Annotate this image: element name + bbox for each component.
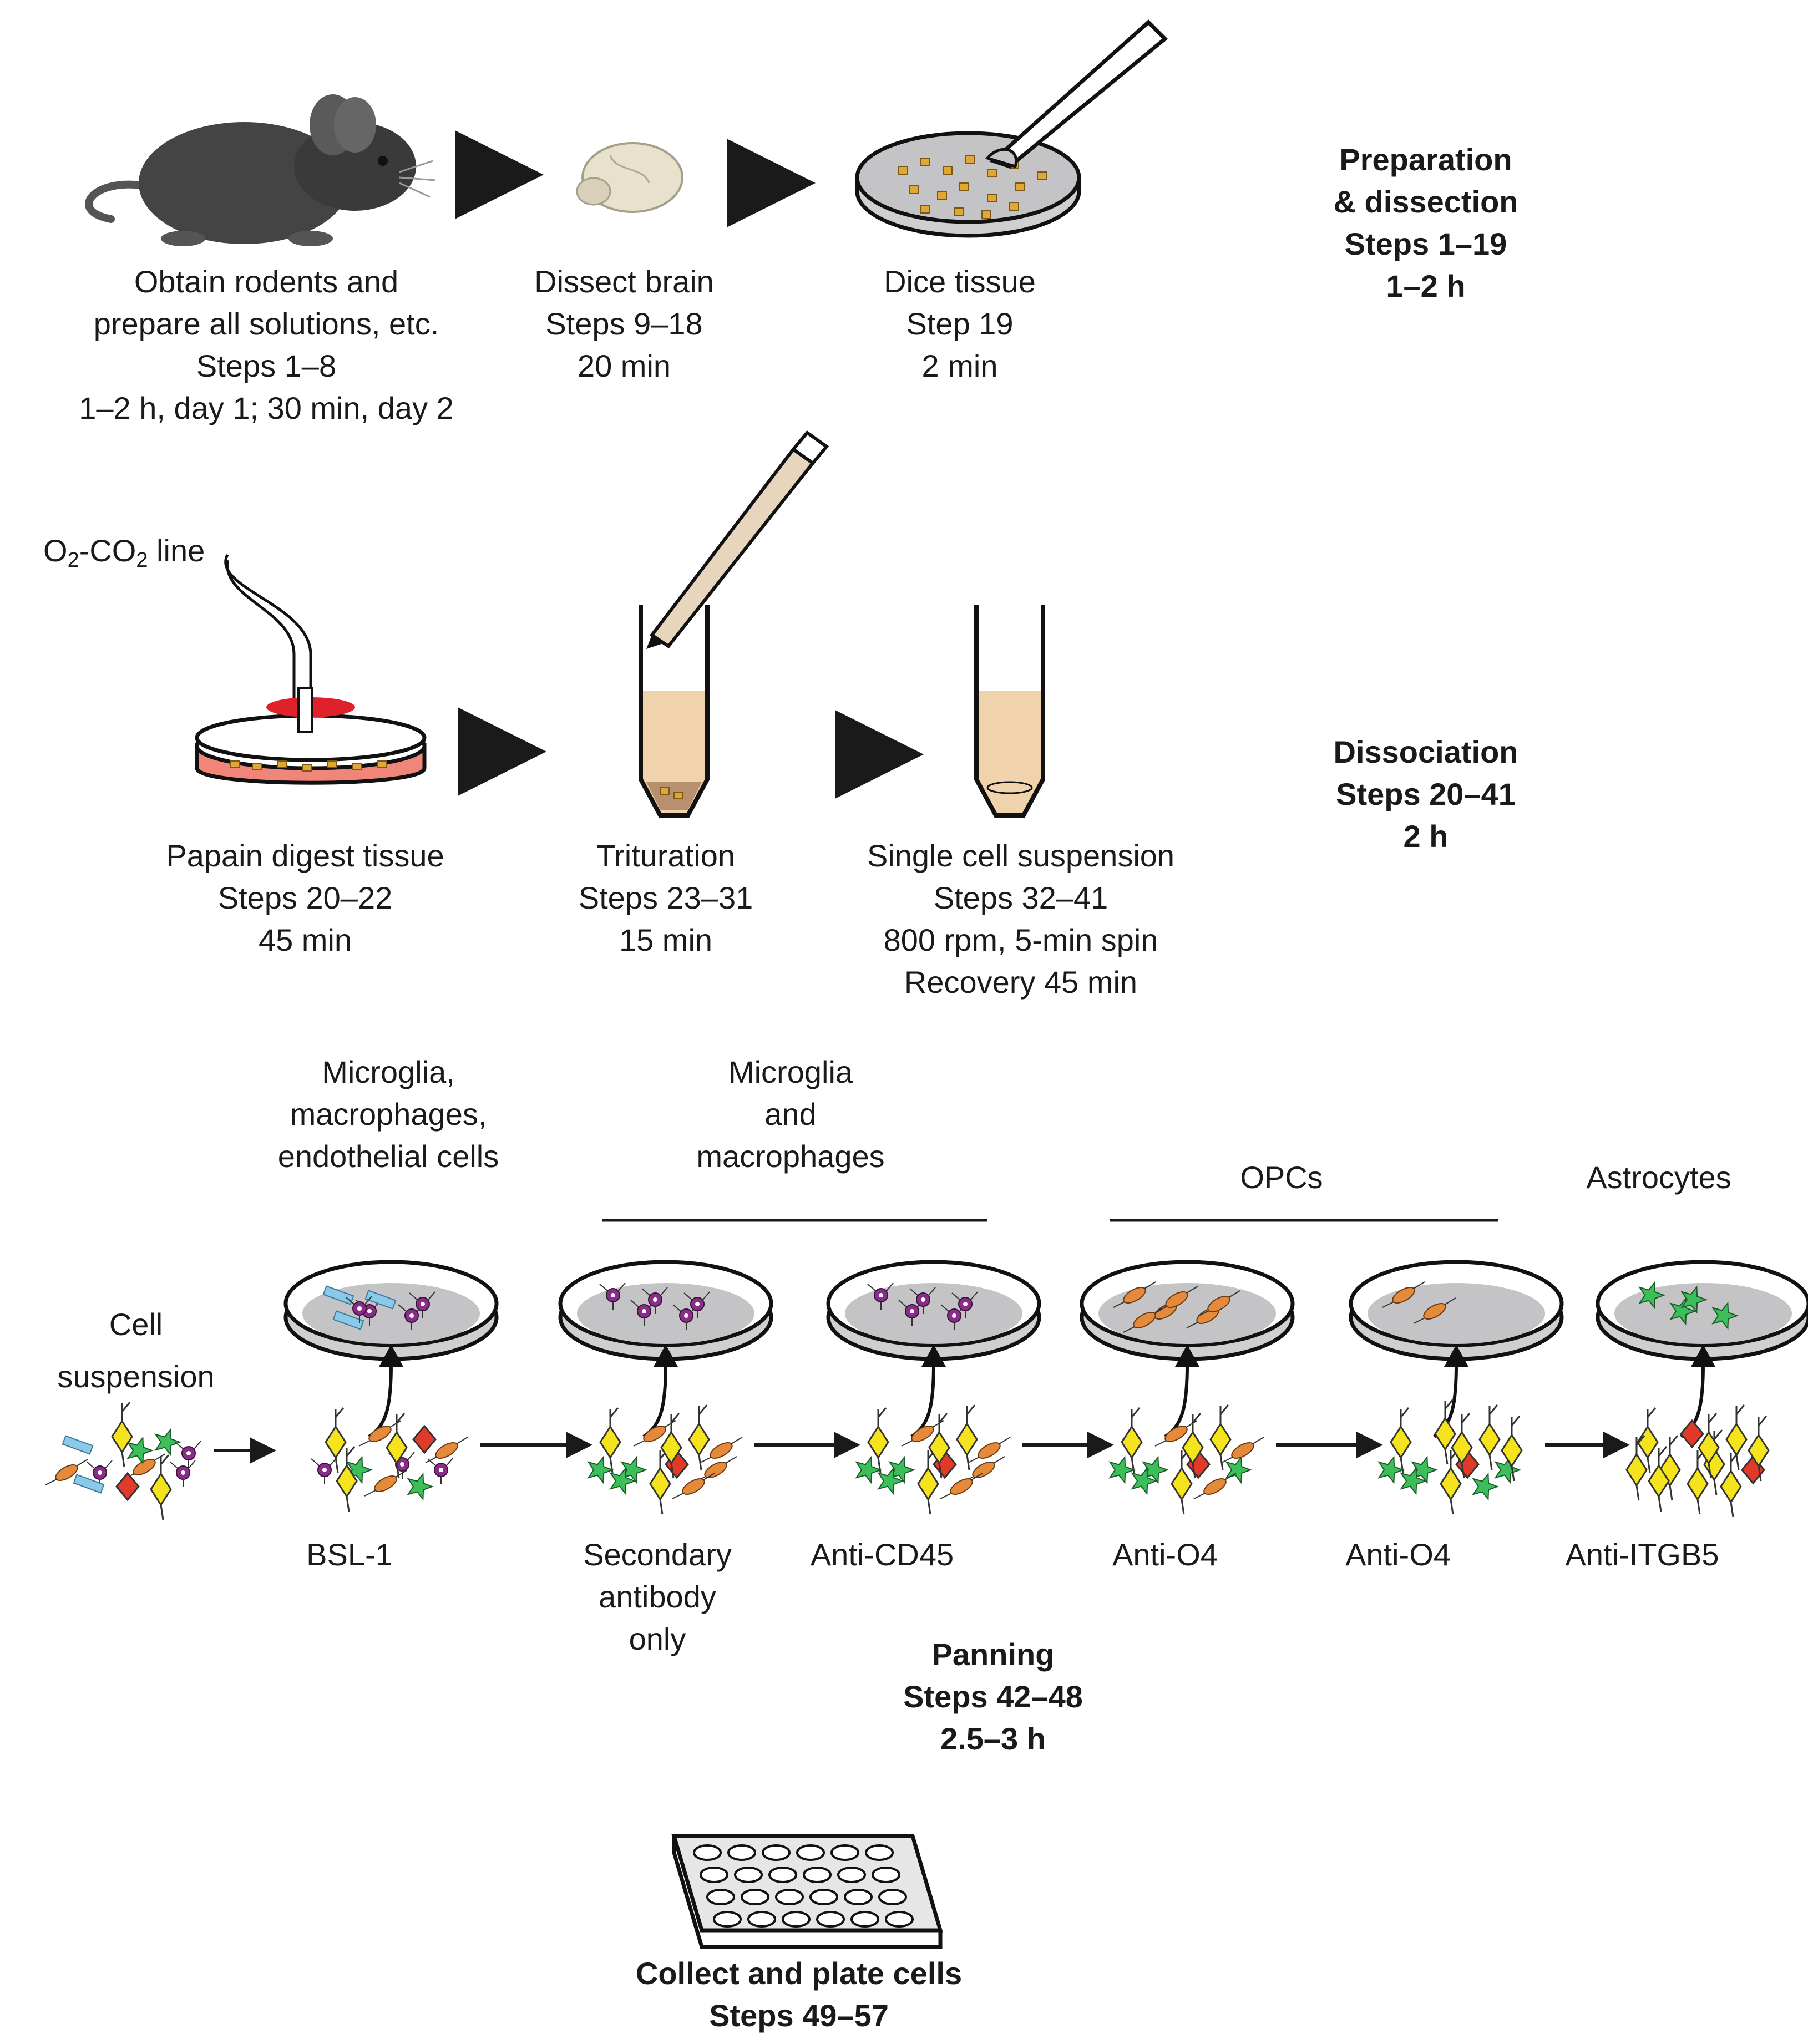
plate-label-anti-o4-1: Anti-O4 xyxy=(1112,1537,1218,1572)
well-icon xyxy=(747,1911,776,1928)
group-label-opcs: OPCs xyxy=(1240,1160,1323,1195)
well-icon xyxy=(741,1889,769,1905)
well-icon xyxy=(693,1844,722,1861)
plate-label-anti-itgb5: Anti-ITGB5 xyxy=(1565,1537,1719,1572)
well-plate-icon xyxy=(671,1834,943,1949)
cell-cluster xyxy=(587,1404,743,1515)
scalpel-icon xyxy=(985,19,1168,169)
well-icon xyxy=(816,1911,845,1928)
cell-cluster xyxy=(1108,1404,1264,1515)
pipette-icon xyxy=(646,430,829,649)
well-icon xyxy=(830,1844,859,1861)
well-icon xyxy=(850,1911,879,1928)
well-icon xyxy=(872,1867,900,1883)
well-icon xyxy=(796,1844,825,1861)
well-icon xyxy=(734,1867,763,1883)
well-icon xyxy=(775,1889,804,1905)
well-icon xyxy=(844,1889,873,1905)
dish-anti-itgb5 xyxy=(1596,1260,1808,1361)
dish-bsl1 xyxy=(283,1260,499,1361)
well-icon xyxy=(727,1844,756,1861)
dish-icon xyxy=(195,687,427,785)
mouse-icon xyxy=(85,94,436,246)
well-icon xyxy=(865,1844,894,1861)
well-icon xyxy=(762,1844,791,1861)
well-icon xyxy=(713,1911,742,1928)
group-label-astrocytes: Astrocytes xyxy=(1586,1160,1731,1195)
cell-cluster xyxy=(1625,1404,1770,1518)
well-icon xyxy=(782,1911,811,1928)
dish-anti-o4-2 xyxy=(1349,1260,1564,1361)
cell-suspension-cluster xyxy=(45,1402,201,1520)
well-icon xyxy=(878,1889,907,1905)
tube-icon xyxy=(974,605,1045,818)
dish-icon xyxy=(855,131,1081,238)
well-icon xyxy=(837,1867,866,1883)
well-icon xyxy=(700,1867,728,1883)
dish-anti-o4-1 xyxy=(1080,1260,1295,1361)
well-icon xyxy=(768,1867,797,1883)
well-icon xyxy=(803,1867,832,1883)
brain-icon xyxy=(576,142,683,213)
group-label-microglia-endothelial: Microglia,macrophages,endothelial cells xyxy=(277,1054,499,1174)
well-icon xyxy=(706,1889,735,1905)
plate-label-anti-cd45: Anti-CD45 xyxy=(810,1537,954,1572)
plate-label-bsl1: BSL-1 xyxy=(306,1537,393,1572)
well-icon xyxy=(809,1889,838,1905)
dish-anti-cd45 xyxy=(826,1260,1041,1361)
dish-secondary xyxy=(558,1260,773,1361)
gas-line-label: O2-CO2 line xyxy=(43,533,205,572)
cell-cluster xyxy=(311,1407,468,1512)
cell-cluster xyxy=(855,1404,1011,1515)
plate-label-anti-o4-2: Anti-O4 xyxy=(1345,1537,1451,1572)
cell-cluster xyxy=(1377,1399,1523,1515)
tube-icon xyxy=(639,605,710,818)
well-icon xyxy=(885,1911,914,1928)
